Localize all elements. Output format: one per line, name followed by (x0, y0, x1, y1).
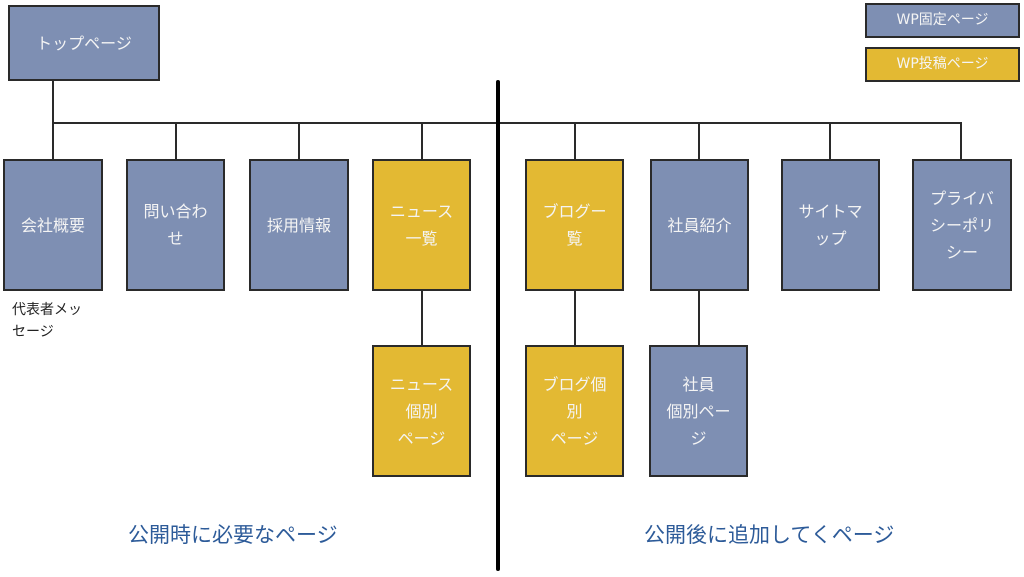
node-news-detail: ニュース個別ページ (372, 345, 471, 477)
node-label: トップページ (36, 33, 132, 53)
node-company-overview: 会社概要 (3, 159, 103, 291)
node-label: シーポリ (929, 215, 994, 235)
node-label: ニュース (389, 374, 454, 394)
connector-horizontal (52, 122, 962, 124)
note-line: セージ (12, 324, 54, 340)
node-label: ジ (690, 428, 707, 448)
connector (421, 122, 423, 160)
node-staff-detail: 社員個別ページ (649, 345, 748, 477)
node-label: ップ (814, 229, 847, 248)
node-label: シー (945, 242, 978, 262)
node-contact: 問い合わせ (126, 159, 225, 291)
connector-news-child (421, 290, 423, 346)
node-label: ブログ個 (542, 374, 607, 394)
node-staff-intro: 社員紹介 (650, 159, 749, 291)
node-sitemap: サイトマップ (781, 159, 880, 291)
connector-staff-child (698, 290, 700, 346)
node-label: 覧 (566, 229, 583, 248)
node-label: ページ (550, 428, 599, 448)
node-label: せ (167, 229, 184, 248)
node-label: ニュース (389, 202, 454, 221)
node-label: 社員 (682, 374, 715, 394)
node-label: 会社概要 (20, 215, 85, 235)
connector (175, 122, 177, 160)
node-label: サイトマ (798, 202, 863, 221)
node-top-page: トップページ (8, 5, 160, 81)
node-label: ブログー (542, 202, 607, 221)
node-label: 個別 (405, 401, 438, 421)
caption-added-after-launch: 公開後に追加してくページ (644, 523, 895, 547)
connector-top-down (52, 80, 54, 160)
legend-post-label: WP投稿ページ (896, 56, 989, 72)
node-label: ページ (397, 428, 446, 448)
connector (298, 122, 300, 160)
legend-post-page: WP投稿ページ (865, 47, 1020, 82)
node-label: 個別ペー (666, 401, 731, 421)
node-privacy-policy: プライバシーポリシー (912, 159, 1012, 291)
node-label: 採用情報 (266, 215, 331, 235)
section-divider (496, 80, 500, 571)
legend-fixed-label: WP固定ページ (896, 12, 989, 28)
note-line: 代表者メッ (12, 302, 82, 318)
note-ceo-message: 代表者メッ セージ (12, 299, 82, 343)
node-label: 一覧 (405, 229, 438, 248)
node-label: 別 (566, 401, 583, 421)
node-blog-list: ブログー覧 (525, 159, 624, 291)
node-recruit: 採用情報 (249, 159, 349, 291)
node-news-list: ニュース一覧 (372, 159, 471, 291)
legend-fixed-page: WP固定ページ (865, 3, 1020, 38)
connector (574, 122, 576, 160)
node-label: 問い合わ (143, 202, 208, 221)
connector-blog-child (574, 290, 576, 346)
caption-required-at-launch: 公開時に必要なページ (128, 523, 338, 547)
node-label: 社員紹介 (667, 215, 732, 235)
node-blog-detail: ブログ個別ページ (525, 345, 624, 477)
connector (698, 122, 700, 160)
node-label: プライバ (930, 188, 994, 208)
connector (829, 122, 831, 160)
connector (960, 122, 962, 160)
